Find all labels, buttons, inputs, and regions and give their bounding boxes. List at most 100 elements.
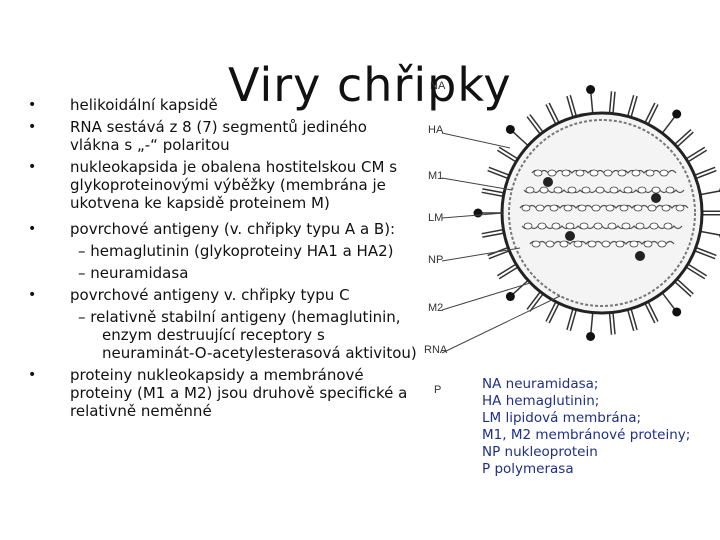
polymerase bbox=[651, 193, 661, 203]
spike-highlight bbox=[497, 147, 518, 162]
nucleoprotein-bead bbox=[657, 240, 667, 248]
neuraminidase-head bbox=[672, 307, 682, 317]
spike-highlight bbox=[567, 308, 576, 331]
nucleoprotein-bead bbox=[637, 186, 647, 194]
nucleoprotein-bead bbox=[575, 169, 585, 177]
label-na: NA bbox=[430, 80, 446, 92]
bullet-text: povrchové antigeny (v. chřipky typu A a … bbox=[70, 220, 396, 238]
spike-highlight bbox=[527, 115, 543, 134]
neuraminidase-spike bbox=[589, 312, 594, 335]
sub-bullet-item: – hemaglutinin (glykoproteiny HA1 a HA2) bbox=[78, 242, 394, 260]
sub-bullet-item: – relativně stabilní antigeny (hemagluti… bbox=[78, 308, 417, 362]
sub-bullet-text: hemaglutinin (glykoproteiny HA1 a HA2) bbox=[90, 242, 394, 260]
sub-bullet-item: – neuramidasa bbox=[78, 264, 189, 282]
spike-highlight bbox=[481, 230, 504, 237]
nucleoprotein-bead bbox=[675, 204, 685, 212]
label-pointers bbox=[441, 132, 561, 354]
legend-code: M1, M2 bbox=[482, 427, 532, 443]
nucleoprotein-bead bbox=[533, 169, 543, 177]
spike-highlight bbox=[497, 264, 518, 279]
bullet-dot-icon: • bbox=[28, 287, 37, 303]
spike-highlight bbox=[487, 167, 510, 178]
legend-desc: lipidová membrána; bbox=[505, 410, 642, 426]
nucleoprotein-bead bbox=[631, 169, 641, 177]
bullet-text: helikoidální kapsidě bbox=[70, 96, 218, 114]
nucleoprotein-bead bbox=[629, 240, 639, 248]
neuraminidase-head bbox=[672, 109, 682, 119]
nucleoprotein-bead bbox=[563, 204, 573, 212]
bullet-dot-icon: • bbox=[28, 97, 37, 113]
spike-highlight bbox=[610, 312, 615, 335]
sub-bullet-text: neuramidasa bbox=[90, 264, 189, 282]
label-m2: M2 bbox=[428, 302, 444, 314]
spike-highlight bbox=[675, 130, 693, 147]
nucleoprotein-bead bbox=[665, 186, 675, 194]
neuraminidase-head bbox=[586, 331, 596, 341]
spike-highlight bbox=[610, 91, 615, 114]
legend-entry: HA hemaglutinin; bbox=[482, 393, 712, 410]
spike-highlight bbox=[567, 95, 576, 118]
influenza-virus-diagram: NA HA M1 LM NP M2 RNA P bbox=[420, 78, 720, 396]
nucleoprotein-bead bbox=[595, 186, 605, 194]
label-m1: M1 bbox=[428, 170, 444, 182]
legend-desc: membránové proteiny; bbox=[535, 427, 691, 443]
legend-code: LM bbox=[482, 410, 502, 426]
spike-highlight bbox=[675, 279, 693, 296]
nucleoprotein-bead bbox=[547, 169, 557, 177]
nucleoprotein-bead bbox=[649, 222, 659, 230]
nucleoprotein-bead bbox=[531, 240, 541, 248]
sub-bullet-text: relativně stabilní antigeny (hemaglutini… bbox=[90, 308, 417, 362]
spike-highlight bbox=[546, 103, 559, 124]
nucleoprotein-bead bbox=[589, 169, 599, 177]
nucleoprotein-bead bbox=[551, 222, 561, 230]
neuraminidase-spike bbox=[700, 230, 720, 236]
label-lm: LM bbox=[428, 212, 444, 224]
lipid-membrane-outer bbox=[500, 111, 704, 315]
nucleoprotein-bead bbox=[617, 169, 627, 177]
nucleoprotein-bead bbox=[603, 169, 613, 177]
nucleoprotein-bead bbox=[643, 240, 653, 248]
bullet-item: • helikoidální kapsidě bbox=[28, 96, 418, 114]
neuraminidase-spike bbox=[589, 91, 594, 114]
legend-entry: NP nukleoprotein bbox=[482, 444, 712, 461]
polymerase bbox=[565, 231, 575, 241]
nucleoprotein-bead bbox=[591, 204, 601, 212]
bullet-text: nukleokapsida je obalena hostitelskou CM… bbox=[70, 158, 398, 212]
surface-spikes bbox=[473, 85, 720, 341]
nucleoprotein-bead bbox=[605, 204, 615, 212]
spike-highlight bbox=[628, 95, 637, 118]
nucleoprotein-bead bbox=[607, 222, 617, 230]
spike-highlight bbox=[694, 248, 717, 259]
neuraminidase-spike bbox=[511, 279, 529, 296]
spike-highlight bbox=[481, 189, 504, 196]
nucleoprotein-bead bbox=[567, 186, 577, 194]
label-rna: RNA bbox=[424, 344, 448, 356]
polymerase bbox=[543, 177, 553, 187]
nucleoprotein-bead bbox=[619, 204, 629, 212]
nucleoprotein-bead bbox=[525, 186, 535, 194]
nucleoprotein-bead bbox=[535, 204, 545, 212]
nucleoprotein-bead bbox=[601, 240, 611, 248]
legend-code: P bbox=[482, 461, 491, 477]
nucleoprotein-bead bbox=[553, 186, 563, 194]
spike-highlight bbox=[686, 147, 707, 162]
spike-highlight bbox=[628, 308, 637, 331]
polymerase bbox=[635, 251, 645, 261]
legend-entry: NA neuramidasa; bbox=[482, 376, 712, 393]
legend-entry: LM lipidová membrána; bbox=[482, 410, 712, 427]
nucleoprotein-bead bbox=[609, 186, 619, 194]
diagram-legend: NA neuramidasa; HA hemaglutinin; LM lipi… bbox=[482, 376, 712, 478]
nucleoprotein-bead bbox=[615, 240, 625, 248]
nucleoprotein-bead bbox=[549, 204, 559, 212]
neuraminidase-spike bbox=[700, 190, 720, 196]
spike-highlight bbox=[546, 302, 559, 323]
nucleoprotein-bead bbox=[539, 186, 549, 194]
nucleoprotein-bead bbox=[659, 169, 669, 177]
nucleoprotein-bead bbox=[663, 222, 673, 230]
bullet-item: • povrchové antigeny (v. chřipky typu A … bbox=[28, 220, 418, 238]
legend-entry: P polymerasa bbox=[482, 461, 712, 478]
neuraminidase-spike bbox=[661, 115, 677, 134]
bullet-dot-icon: • bbox=[28, 119, 37, 135]
bullet-dot-icon: • bbox=[28, 159, 37, 175]
nucleoprotein-bead bbox=[621, 222, 631, 230]
